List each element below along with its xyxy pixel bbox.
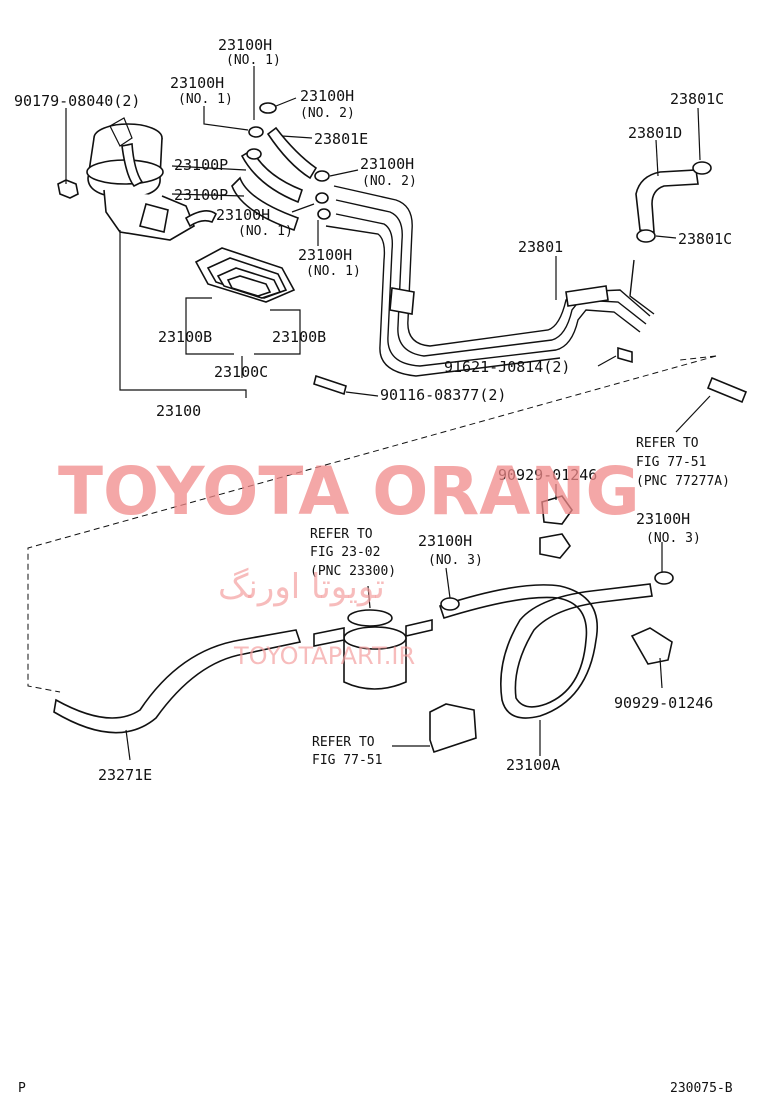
section-boundary-line-2 bbox=[679, 355, 717, 361]
part-label-90929-01246: 90929-01246 bbox=[498, 466, 597, 484]
part-label-23100c: 23100C bbox=[214, 363, 268, 381]
section-boundary-line bbox=[27, 355, 717, 693]
clamps-lower-illustration bbox=[429, 495, 674, 754]
fuel-filter-illustration bbox=[313, 609, 433, 690]
reference-note-line: FIG 77-51 bbox=[312, 753, 382, 768]
part-label-no2: (NO. 2) bbox=[300, 106, 355, 121]
part-label-23100: 23100 bbox=[156, 402, 201, 420]
watermark-persian: تویوتا اورنگ bbox=[218, 567, 385, 607]
part-label-91621-j0814: 91621-J0814(2) bbox=[444, 358, 570, 376]
reference-note-line: FIG 77-51 bbox=[636, 455, 706, 470]
part-label-23801d: 23801D bbox=[628, 124, 682, 142]
reference-note-line: REFER TO bbox=[310, 527, 373, 542]
corner-code-left: P bbox=[18, 1081, 26, 1096]
part-label-no1: (NO. 1) bbox=[306, 264, 361, 279]
part-label-23100h: 23100H bbox=[418, 532, 472, 550]
part-label-23100h: 23100H bbox=[216, 206, 270, 224]
part-label-90929-01246: 90929-01246 bbox=[614, 694, 713, 712]
short-hoses-illustration bbox=[231, 102, 331, 232]
part-label-no2: (NO. 2) bbox=[362, 174, 417, 189]
watermark-url: TOYOTAPART.IR bbox=[233, 642, 415, 670]
part-label-no3: (NO. 3) bbox=[646, 531, 701, 546]
hose-23801d-illustration bbox=[635, 161, 712, 243]
part-label-23801c: 23801C bbox=[670, 90, 724, 108]
part-label-23271e: 23271E bbox=[98, 766, 152, 784]
vent-hose-illustration bbox=[706, 376, 748, 404]
part-label-23801: 23801 bbox=[518, 238, 563, 256]
fuel-hose-23271e-illustration bbox=[53, 629, 302, 734]
fuel-hose-23100a-illustration bbox=[438, 583, 653, 719]
fuel-pipes-illustration bbox=[325, 185, 655, 377]
reference-note-line: REFER TO bbox=[312, 735, 375, 750]
part-label-no1: (NO. 1) bbox=[178, 92, 233, 107]
pipe-bolt-illustration bbox=[617, 346, 633, 364]
part-label-23100h: 23100H bbox=[218, 36, 272, 54]
part-label-90116-08377: 90116-08377(2) bbox=[380, 386, 506, 404]
part-label-23100p: 23100P bbox=[174, 186, 228, 204]
part-label-23100h: 23100H bbox=[298, 246, 352, 264]
leader-lines bbox=[65, 66, 711, 761]
part-label-23100h: 23100H bbox=[300, 87, 354, 105]
watermark-title: TOYOTA ORANG bbox=[58, 453, 640, 530]
part-label-23801e: 23801E bbox=[314, 130, 368, 148]
part-label-23100h: 23100H bbox=[360, 155, 414, 173]
reference-note-line: (PNC 23300) bbox=[310, 564, 396, 579]
part-label-23100b: 23100B bbox=[158, 328, 212, 346]
reference-note-line: REFER TO bbox=[636, 436, 699, 451]
part-label-23100b: 23100B bbox=[272, 328, 326, 346]
corner-code-right: 230075-B bbox=[670, 1081, 733, 1096]
part-label-23100a: 23100A bbox=[506, 756, 560, 774]
nut-illustration bbox=[57, 179, 79, 199]
part-label-no1: (NO. 1) bbox=[238, 224, 293, 239]
part-label-23801c: 23801C bbox=[678, 230, 732, 248]
fuel-pump-illustration bbox=[86, 117, 218, 241]
reference-note-line: FIG 23-02 bbox=[310, 545, 380, 560]
part-label-90179-08040: 90179-08040(2) bbox=[14, 92, 140, 110]
part-label-23100h: 23100H bbox=[170, 74, 224, 92]
gasket-set-illustration bbox=[194, 247, 296, 303]
part-label-no3: (NO. 3) bbox=[428, 553, 483, 568]
stud-bolt-illustration bbox=[313, 374, 347, 396]
reference-note-line: (PNC 77277A) bbox=[636, 474, 730, 489]
part-label-23100h: 23100H bbox=[636, 510, 690, 528]
part-label-no1: (NO. 1) bbox=[226, 53, 281, 68]
part-label-23100p: 23100P bbox=[174, 156, 228, 174]
